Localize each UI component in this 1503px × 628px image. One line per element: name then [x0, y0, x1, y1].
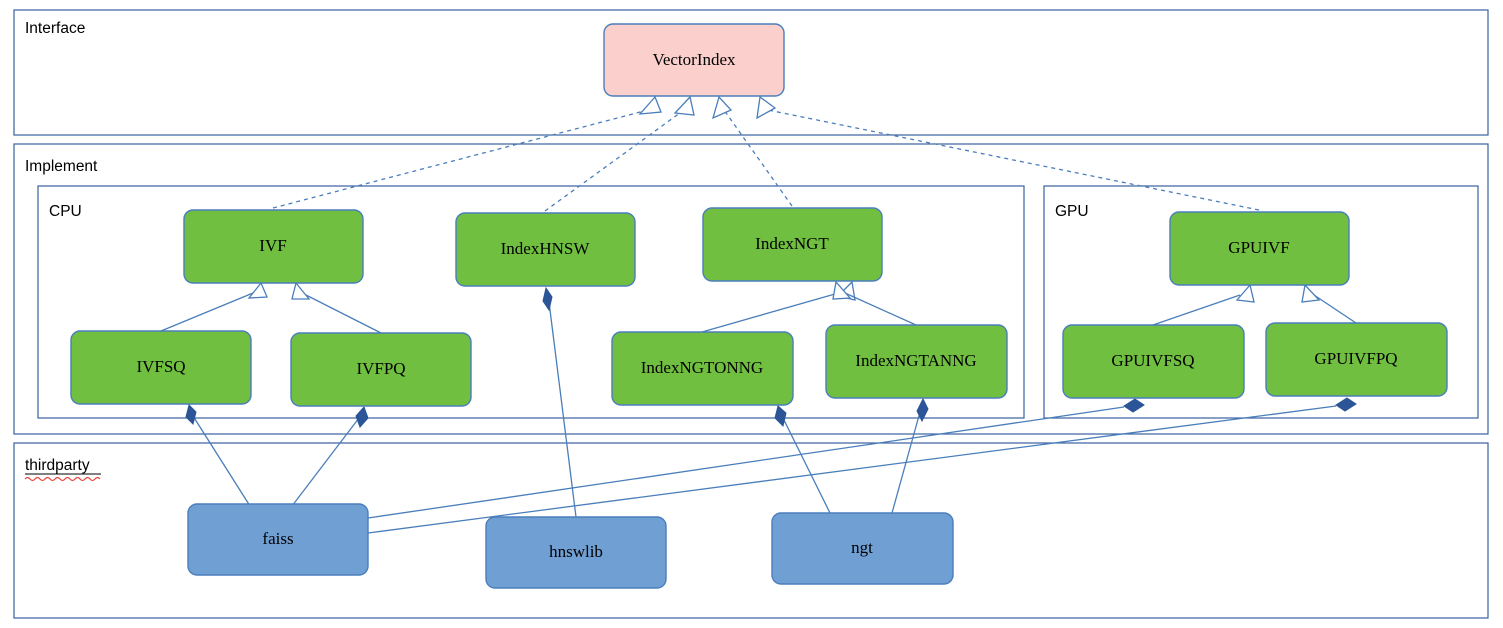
group-label-interface: Interface — [25, 20, 85, 37]
node-indexngtanng[interactable]: IndexNGTANNG — [825, 324, 1008, 399]
node-ivfpq-rect[interactable] — [290, 332, 472, 407]
node-ivf-rect[interactable] — [183, 209, 364, 284]
group-label-thirdparty: thirdparty — [25, 457, 90, 474]
node-ngt-label: ngt — [851, 538, 873, 557]
node-gpuivfpq-rect[interactable] — [1265, 322, 1448, 397]
group-label-cpu: CPU — [49, 203, 82, 220]
node-indexngtonng-label: IndexNGTONNG — [641, 358, 763, 377]
node-vectorindex-label: VectorIndex — [652, 50, 736, 69]
node-ngt[interactable]: ngt — [771, 512, 954, 585]
node-indexngtonng[interactable]: IndexNGTONNG — [611, 331, 794, 406]
node-ivfsq[interactable]: IVFSQ — [70, 330, 252, 405]
edge-gpuivfpq-to-gpuivf — [1301, 283, 1357, 324]
node-indexngt-label: IndexNGT — [755, 234, 829, 253]
node-indexhnsw[interactable]: IndexHNSW — [455, 212, 636, 287]
node-vectorindex[interactable]: VectorIndex — [603, 23, 785, 97]
group-labels-layer: Interface Implement CPU GPU thirdparty — [24, 20, 1089, 482]
edge-gpuivfsq-to-gpuivf — [1152, 283, 1255, 326]
node-indexngt[interactable]: IndexNGT — [702, 207, 883, 282]
edges-layer — [160, 95, 1357, 534]
node-indexngt-rect[interactable] — [702, 207, 883, 282]
node-ivfpq[interactable]: IVFPQ — [290, 332, 472, 407]
node-ivfsq-label: IVFSQ — [136, 357, 185, 376]
node-gpuivf-label: GPUIVF — [1228, 238, 1289, 257]
node-indexngtonng-rect[interactable] — [611, 331, 794, 406]
edge-ivfsq-to-ivf — [160, 281, 268, 332]
node-ngt-rect[interactable] — [771, 512, 954, 585]
edge-gpuivf-to-vectorindex — [756, 95, 1260, 211]
group-label-implement: Implement — [25, 158, 98, 175]
node-faiss-rect[interactable] — [187, 503, 369, 576]
nodes-layer: VectorIndex IVF IndexHNSW IndexNGT GPUIV… — [70, 23, 1448, 589]
node-hnswlib-label: hnswlib — [549, 542, 603, 561]
node-faiss[interactable]: faiss — [187, 503, 369, 576]
edge-indexhnsw-to-vectorindex — [544, 95, 695, 212]
node-gpuivf-rect[interactable] — [1169, 211, 1350, 286]
edge-ngt-to-indexngtanng — [891, 397, 929, 514]
group-label-gpu: GPU — [1055, 203, 1089, 220]
edge-ivfpq-to-ivf — [291, 281, 382, 334]
edge-faiss-to-gpuivfsq — [367, 398, 1145, 519]
node-gpuivfsq-label: GPUIVFSQ — [1111, 351, 1194, 370]
edge-ngt-to-indexngtonng — [774, 405, 831, 514]
node-gpuivfsq-rect[interactable] — [1062, 324, 1245, 399]
node-gpuivf[interactable]: GPUIVF — [1169, 211, 1350, 286]
edge-ivf-to-vectorindex — [272, 95, 662, 209]
node-hnswlib-rect[interactable] — [485, 516, 667, 589]
node-vectorindex-rect[interactable] — [603, 23, 785, 97]
edge-hnswlib-to-indexhnsw — [542, 286, 577, 518]
node-ivfsq-rect[interactable] — [70, 330, 252, 405]
edge-faiss-to-ivfpq — [291, 406, 369, 507]
node-gpuivfsq[interactable]: GPUIVFSQ — [1062, 324, 1245, 399]
node-indexhnsw-label: IndexHNSW — [501, 239, 591, 258]
edge-indexngtanng-to-indexngt — [832, 280, 917, 326]
node-hnswlib[interactable]: hnswlib — [485, 516, 667, 589]
node-ivfpq-label: IVFPQ — [356, 359, 405, 378]
group-label-thirdparty-wrapper: thirdparty — [24, 457, 101, 482]
node-indexhnsw-rect[interactable] — [455, 212, 636, 287]
node-gpuivfpq[interactable]: GPUIVFPQ — [1265, 322, 1448, 397]
node-faiss-label: faiss — [262, 529, 293, 548]
edge-faiss-to-ivfsq — [185, 404, 251, 507]
spellcheck-squiggle-icon — [24, 476, 101, 482]
node-indexngtanng-label: IndexNGTANNG — [855, 351, 976, 370]
node-gpuivfpq-label: GPUIVFPQ — [1314, 349, 1397, 368]
node-ivf-label: IVF — [259, 236, 286, 255]
node-indexngtanng-rect[interactable] — [825, 324, 1008, 399]
edge-indexngt-to-vectorindex — [711, 95, 793, 207]
edge-faiss-to-gpuivfpq — [367, 397, 1357, 534]
node-ivf[interactable]: IVF — [183, 209, 364, 284]
